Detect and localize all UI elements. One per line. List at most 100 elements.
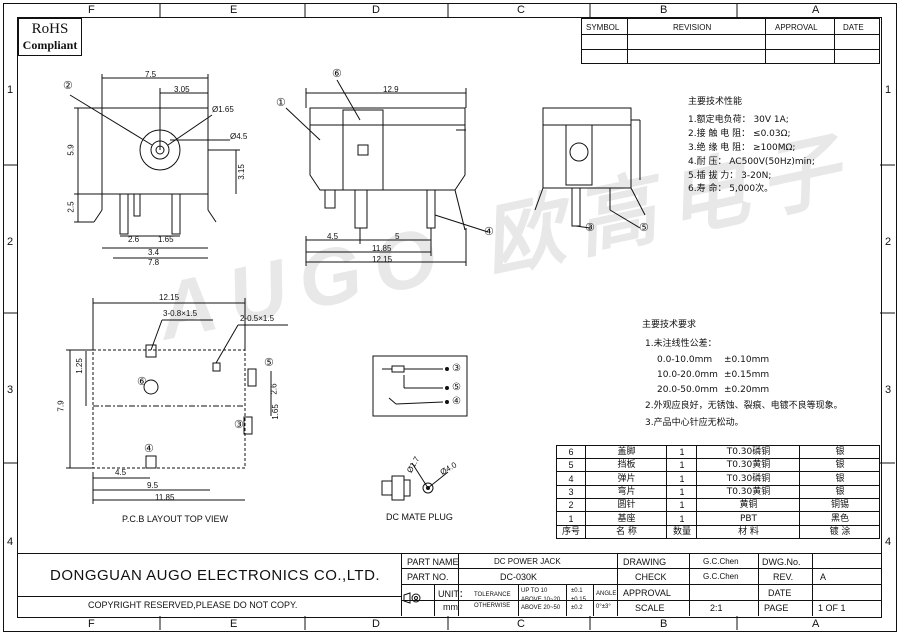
bom-name: 盖脚 bbox=[617, 447, 636, 457]
zone-row-4: 4 bbox=[885, 536, 892, 548]
zone-col-e: E bbox=[230, 4, 238, 16]
zone-row-1: 1 bbox=[885, 84, 892, 96]
bom-no: 4 bbox=[568, 474, 574, 484]
pcb-callout-4: ④ bbox=[144, 443, 154, 455]
tol-value: ±0.2 bbox=[571, 605, 583, 611]
zone-col-e: E bbox=[230, 618, 238, 630]
requirements-item: 3.产品中心针应无松动。 bbox=[645, 418, 744, 428]
check-label: CHECK bbox=[635, 572, 667, 582]
tolerance-value: ±0.20mm bbox=[724, 385, 770, 395]
bom-header-name: 名 称 bbox=[616, 527, 637, 537]
bom-table-grid bbox=[556, 445, 880, 539]
zone-row-2: 2 bbox=[885, 236, 892, 248]
title-block-grid bbox=[18, 553, 881, 616]
bom-header-no: 序号 bbox=[561, 527, 580, 537]
bom-plating: 银 bbox=[835, 460, 845, 470]
dim-offset-3-05: 3.05 bbox=[174, 85, 190, 94]
unit-label: UNIT： bbox=[438, 589, 468, 599]
mate-plug-caption: DC MATE PLUG bbox=[386, 512, 453, 522]
bom-no: 5 bbox=[568, 460, 574, 470]
projection-symbol-icon bbox=[403, 592, 421, 604]
performance-item: 1.额定电负荷： 30V 1A; bbox=[688, 115, 789, 125]
pcb-callout-3: ③ bbox=[234, 419, 244, 431]
part-no-value: DC-030K bbox=[500, 572, 538, 582]
rev-label: REV. bbox=[773, 572, 794, 582]
rev-value: A bbox=[820, 572, 827, 582]
zone-col-d: D bbox=[372, 4, 380, 16]
zone-col-d: D bbox=[372, 618, 380, 630]
requirements-title: 主要技术要求 bbox=[642, 320, 697, 330]
revision-header-symbol: SYMBOL bbox=[586, 23, 620, 32]
drawing-inner-frame bbox=[17, 17, 882, 618]
pcb-callout-5: ⑤ bbox=[264, 357, 274, 369]
zone-row-4: 4 bbox=[7, 536, 14, 548]
dim-dia-4-5: Ø4.5 bbox=[230, 132, 248, 141]
revision-header-approval: APPROVAL bbox=[775, 23, 818, 32]
bom-name: 弯片 bbox=[617, 487, 636, 497]
tol-value: ±0.1 bbox=[571, 588, 583, 594]
tolerance-range: 0.0-10.0mm bbox=[657, 355, 713, 365]
tol-value: ±0.15 bbox=[571, 597, 586, 603]
bom-material: T0.30磷铜 bbox=[726, 447, 771, 457]
zone-col-b: B bbox=[660, 4, 668, 16]
pcb-dim-12-15: 12.15 bbox=[159, 293, 180, 302]
performance-item: 6.寿 命： 5,000次。 bbox=[688, 184, 774, 194]
dim-dia-1-65: Ø1.65 bbox=[212, 105, 234, 114]
dim-length-12-9: 12.9 bbox=[383, 85, 399, 94]
callout-1-side: ① bbox=[276, 97, 286, 109]
rohs-badge: RoHS Compliant bbox=[18, 18, 82, 56]
performance-item: 5.插 拔 力： 3-20N; bbox=[688, 171, 772, 181]
bom-no: 1 bbox=[568, 514, 574, 524]
zone-row-2: 2 bbox=[7, 236, 14, 248]
pcb-hole-2x: 2-0.5×1.5 bbox=[240, 314, 275, 323]
bom-header-material: 材 料 bbox=[738, 527, 759, 537]
callout-6-side: ⑥ bbox=[332, 68, 342, 80]
copyright-notice: COPYRIGHT RESERVED,PLEASE DO NOT COPY. bbox=[88, 600, 298, 610]
approval-label: APPROVAL bbox=[623, 588, 671, 598]
angle-label: ANGLE bbox=[596, 591, 617, 597]
zone-row-1: 1 bbox=[7, 84, 14, 96]
bom-header-qty: 数量 bbox=[672, 527, 691, 537]
rohs-label: RoHS bbox=[31, 21, 69, 37]
tolerance-label: TOLERANCE bbox=[474, 592, 511, 598]
company-name: DONGGUAN AUGO ELECTRONICS CO.,LTD. bbox=[50, 567, 381, 584]
bom-qty: 1 bbox=[679, 460, 685, 470]
bom-plating: 黑色 bbox=[830, 514, 849, 524]
callout-2-front: ② bbox=[63, 80, 73, 92]
callout-3-end: ③ bbox=[585, 222, 595, 234]
bom-no: 2 bbox=[568, 500, 574, 510]
performance-item: 3.绝 缘 电 阻： ≥100MΩ; bbox=[688, 143, 796, 153]
dim-span-7-8: 7.8 bbox=[148, 258, 160, 267]
tol-range: ABOVE 10~20 bbox=[521, 597, 561, 603]
bom-qty: 1 bbox=[679, 474, 685, 484]
zone-col-a: A bbox=[812, 4, 820, 16]
performance-item: 2.接 触 电 阻： ≤0.03Ω; bbox=[688, 129, 791, 139]
bom-plating: 银 bbox=[835, 487, 845, 497]
tolerance-range: 20.0-50.0mm bbox=[657, 385, 718, 395]
bom-plating: 银 bbox=[835, 474, 845, 484]
dim-length-4-5: 4.5 bbox=[327, 232, 339, 241]
page-value: 1 OF 1 bbox=[818, 603, 846, 613]
callout-5-end: ⑤ bbox=[639, 222, 649, 234]
part-no-label: PART NO. bbox=[407, 572, 449, 582]
tolerance-value: ±0.10mm bbox=[724, 355, 770, 365]
revision-table-grid bbox=[581, 18, 880, 64]
scale-label: SCALE bbox=[635, 603, 665, 613]
zone-col-f: F bbox=[88, 618, 95, 630]
bom-no: 6 bbox=[568, 447, 574, 457]
tol-range: UP TO 10 bbox=[521, 588, 548, 594]
page-label: PAGE bbox=[764, 603, 789, 613]
dim-span-3-4: 3.4 bbox=[148, 248, 160, 257]
rohs-compliant-label: Compliant bbox=[22, 38, 78, 52]
schematic-pin-5: ⑤ bbox=[452, 382, 461, 393]
bom-plating: 银 bbox=[835, 447, 845, 457]
pcb-callout-6: ⑥ bbox=[137, 376, 147, 388]
requirements-item: 1.未注线性公差： bbox=[645, 339, 717, 349]
dim-length-5: 5 bbox=[395, 232, 400, 241]
revision-header-revision: REVISION bbox=[673, 23, 712, 32]
bom-qty: 1 bbox=[679, 514, 685, 524]
